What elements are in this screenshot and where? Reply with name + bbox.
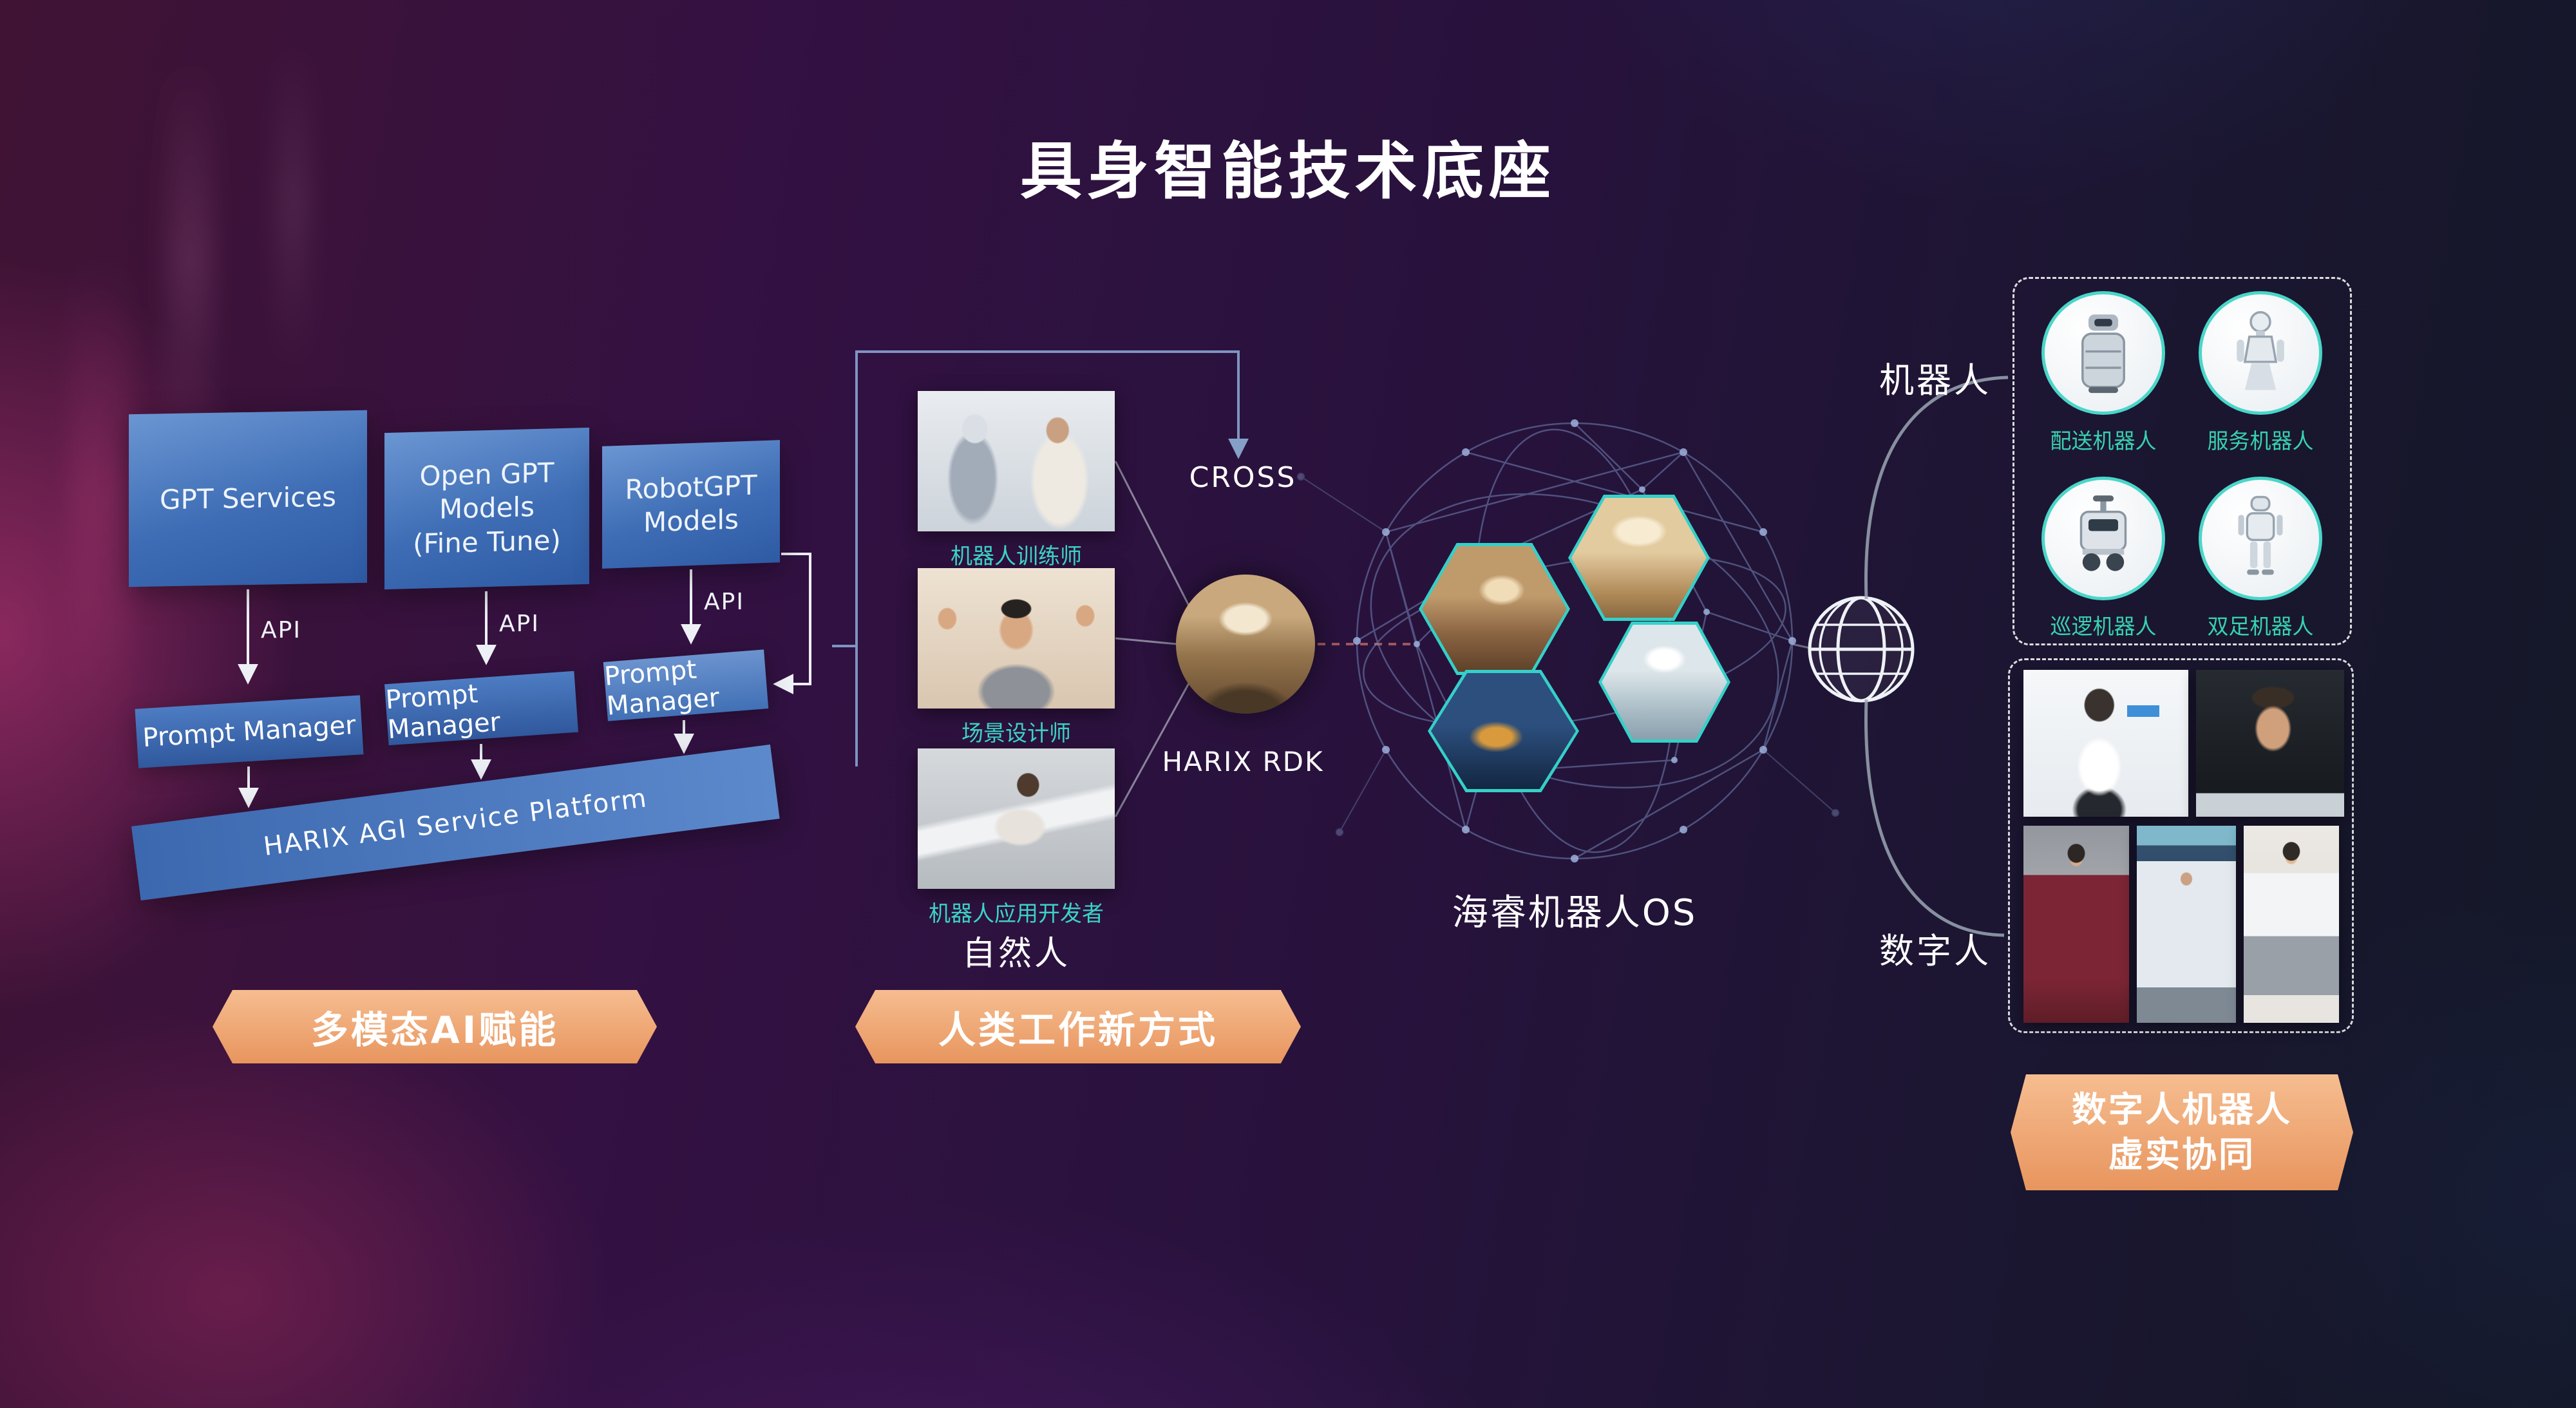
network-sphere-nodes	[1353, 419, 1796, 862]
service-robot-icon	[2199, 291, 2322, 415]
harix-rdk-label: HARIX RDK	[1162, 746, 1324, 777]
patrol-robot-icon	[2041, 477, 2165, 600]
virtual-real-collaboration-banner: 数字人机器人 虚实协同	[2011, 1074, 2353, 1190]
photo-connector-lines	[1114, 461, 1194, 817]
api-label: API	[704, 589, 744, 615]
patrol-robot-label: 巡逻机器人	[2050, 614, 2157, 639]
satellite-nodes	[1297, 473, 1839, 836]
left-flow-arrows	[238, 553, 811, 808]
virtual-real-banner-line2: 虚实协同	[2108, 1134, 2255, 1175]
scene-designer-label: 场景设计师	[961, 721, 1071, 747]
multimodal-ai-banner: 多模态AI赋能	[213, 990, 657, 1063]
digital-human-presenter-image	[2023, 670, 2188, 817]
robot-trainer-label: 机器人训练师	[951, 544, 1082, 569]
natural-person-label: 自然人	[961, 935, 1070, 973]
cross-bracket-line	[832, 350, 1249, 766]
human-work-banner-label: 人类工作新方式	[938, 1008, 1218, 1052]
digital-human-laptop-image	[2196, 670, 2344, 817]
human-work-banner: 人类工作新方式	[855, 990, 1301, 1063]
delivery-robot-icon	[2041, 291, 2165, 415]
open-gpt-models-label: Open GPT Models (Fine Tune)	[413, 457, 561, 560]
network-sphere-wireframe	[1356, 422, 1794, 860]
robot-group-box	[2012, 277, 2352, 645]
robot-os-label: 海睿机器人OS	[1452, 892, 1698, 934]
digital-human-group-box	[2008, 658, 2354, 1033]
service-robot-label: 服务机器人	[2207, 428, 2314, 453]
cross-label: CROSS	[1189, 461, 1297, 494]
prompt-manager-label: Prompt Manager	[603, 654, 721, 721]
digital-human-child-image	[2244, 826, 2339, 1023]
os-scene-image	[1422, 546, 1567, 672]
api-label: API	[499, 611, 540, 637]
photo-scene-designer	[918, 568, 1115, 709]
globe-icon	[1808, 596, 1915, 703]
photo-robot-app-developer	[918, 748, 1115, 889]
robot-group-label: 机器人	[1879, 360, 1991, 401]
prompt-manager-box: Prompt Manager	[603, 649, 769, 721]
prompt-manager-label: Prompt Manager	[384, 678, 502, 745]
digital-human-group-label: 数字人	[1879, 931, 1991, 971]
patrol-robot-glyph	[2079, 495, 2127, 571]
virtual-real-banner-line1: 数字人机器人	[2072, 1089, 2292, 1130]
api-label: API	[261, 617, 301, 643]
page-title: 具身智能技术底座	[1020, 135, 1556, 207]
open-gpt-models-box: Open GPT Models (Fine Tune)	[384, 427, 589, 590]
biped-robot-label: 双足机器人	[2207, 614, 2314, 639]
os-scene-hex-wood-room	[1568, 495, 1710, 621]
os-scene-hex-mall	[1598, 622, 1730, 743]
os-scene-hex-living-room	[1419, 543, 1570, 675]
robotgpt-models-box: RobotGPT Models	[602, 440, 780, 569]
digital-human-uniform-image	[2023, 826, 2129, 1023]
background-light-streak	[71, 245, 132, 734]
background-light-streak	[277, 39, 309, 374]
digital-human-kiosk-image	[2137, 826, 2236, 1023]
photo-robot-trainer	[918, 391, 1115, 531]
gpt-services-box: GPT Services	[129, 410, 367, 587]
os-scene-image	[1571, 498, 1707, 618]
service-robot-glyph	[2237, 311, 2284, 390]
os-to-globe-link	[1792, 643, 1810, 649]
biped-robot-icon	[2199, 477, 2322, 600]
prompt-manager-label: Prompt Manager	[142, 710, 357, 754]
delivery-robot-label: 配送机器人	[2050, 428, 2157, 453]
os-scene-hex-factory	[1428, 670, 1579, 792]
globe-branch-curves	[1864, 376, 2009, 937]
background-light-streak	[167, 58, 213, 457]
robot-app-developer-label: 机器人应用开发者	[929, 901, 1104, 927]
harix-rdk-scene-circle	[1176, 575, 1315, 714]
gpt-services-label: GPT Services	[160, 480, 336, 516]
os-scene-image	[1431, 673, 1576, 789]
biped-robot-glyph	[2238, 495, 2283, 575]
multimodal-ai-banner-label: 多模态AI赋能	[310, 1008, 559, 1052]
os-scene-image	[1602, 625, 1727, 739]
robotgpt-models-label: RobotGPT Models	[625, 468, 757, 538]
delivery-robot-glyph	[2081, 314, 2125, 394]
